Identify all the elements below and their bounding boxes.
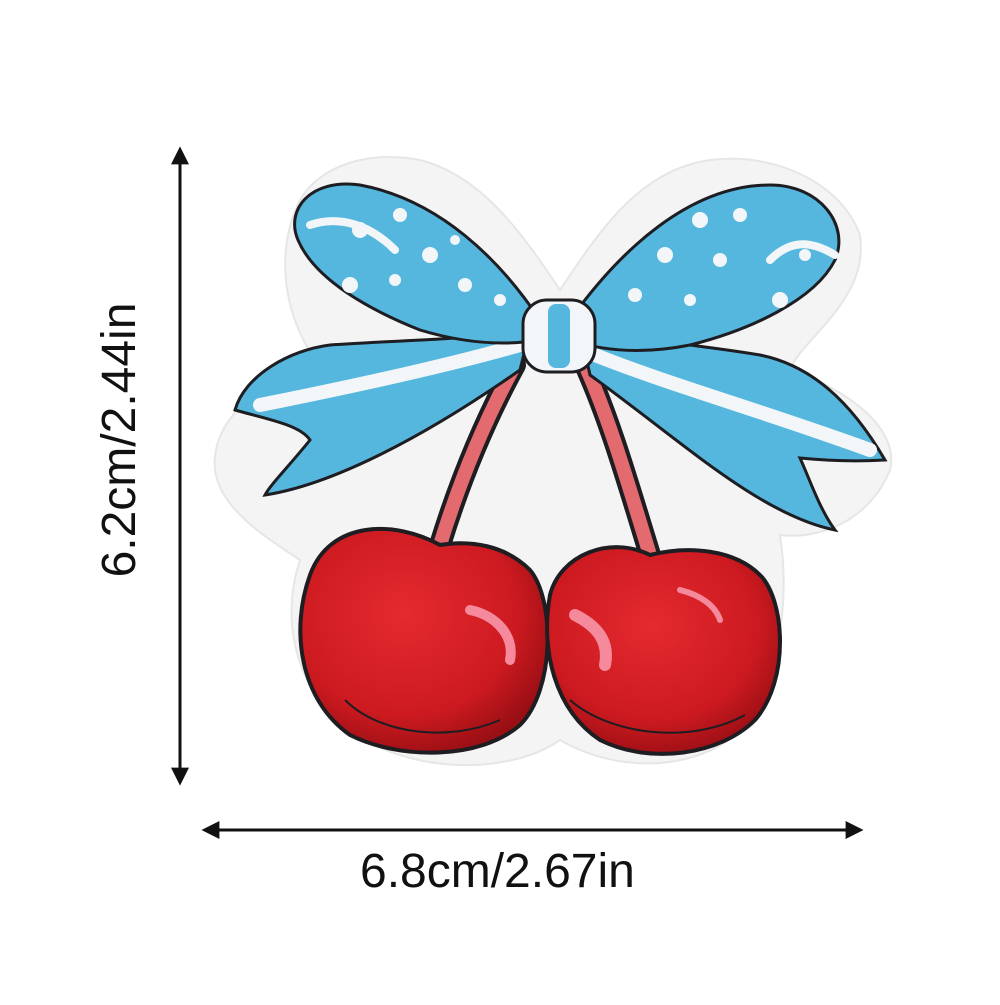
bow [233,182,888,533]
left-cherry [298,526,550,755]
width-dimension-label: 6.8cm/2.67in [360,845,635,898]
cherry-stems [429,354,661,566]
height-dimension-label: 6.2cm/2.44in [93,302,146,578]
right-cherry [545,545,782,756]
